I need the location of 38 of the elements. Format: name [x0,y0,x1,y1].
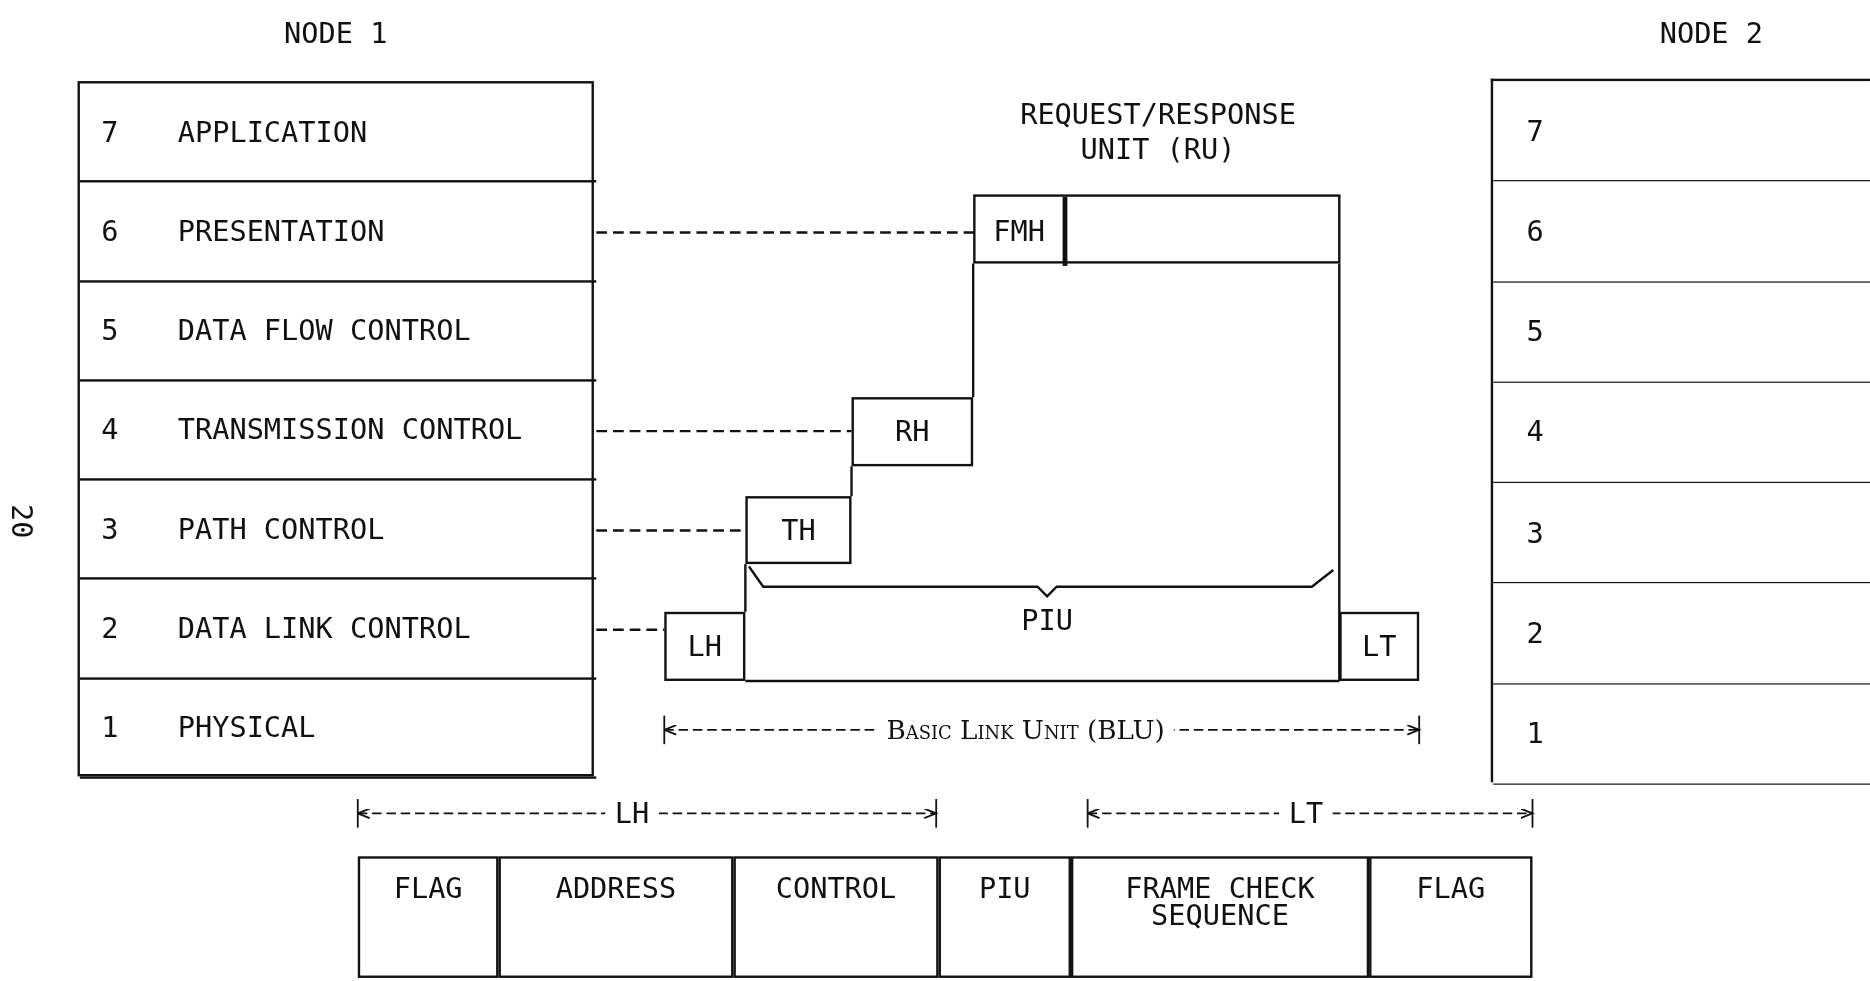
layer-name: TRANSMISSION CONTROL [177,413,523,447]
layer-number: 1 [1526,717,1544,751]
layer-name: PATH CONTROL [177,512,385,546]
layer-number: 7 [101,115,119,149]
layer-name: PHYSICAL [177,711,316,745]
layer-number: 2 [1526,616,1544,651]
stack-heading: NODE 2 [1658,16,1765,52]
frame-field-cell: PIU [938,856,1071,978]
layer-number: 5 [1526,315,1544,349]
frame-field-cell: FLAG [1369,856,1533,978]
layer-number: 1 [101,711,119,745]
header-box: LT [1339,611,1420,681]
stack-heading: NODE 1 [283,16,389,52]
frame-field-cell: FRAME CHECK SEQUENCE [1070,856,1370,978]
layer-name: PRESENTATION [177,214,385,248]
unit-heading: REQUEST/RESPONSE UNIT (RU) [1019,97,1297,167]
layer-number: 4 [101,413,119,447]
layer-number: 3 [101,512,119,546]
header-cell: FMH [975,196,1068,266]
layer-number: 3 [1526,516,1544,550]
layer-number: 5 [101,313,119,348]
header-box: TH [745,496,852,565]
header-box: RH [851,397,974,467]
layer-number: 6 [101,214,119,248]
connector-line [596,429,852,433]
layer-name: DATA LINK CONTROL [177,611,471,646]
frame-field-cell: CONTROL [733,856,939,978]
connector-line [596,231,976,234]
layer-number: 7 [1526,114,1544,148]
layer-number: 4 [1526,415,1544,449]
frame-field-cell: ADDRESS [498,856,734,978]
layer-number: 2 [101,611,119,646]
connector-line [596,628,665,631]
layer-name: APPLICATION [177,115,368,149]
layer-name: DATA FLOW CONTROL [177,313,471,348]
layer-number: 6 [1526,214,1544,248]
frame-field-cell: FLAG [357,856,499,978]
header-box: LH [664,611,746,681]
